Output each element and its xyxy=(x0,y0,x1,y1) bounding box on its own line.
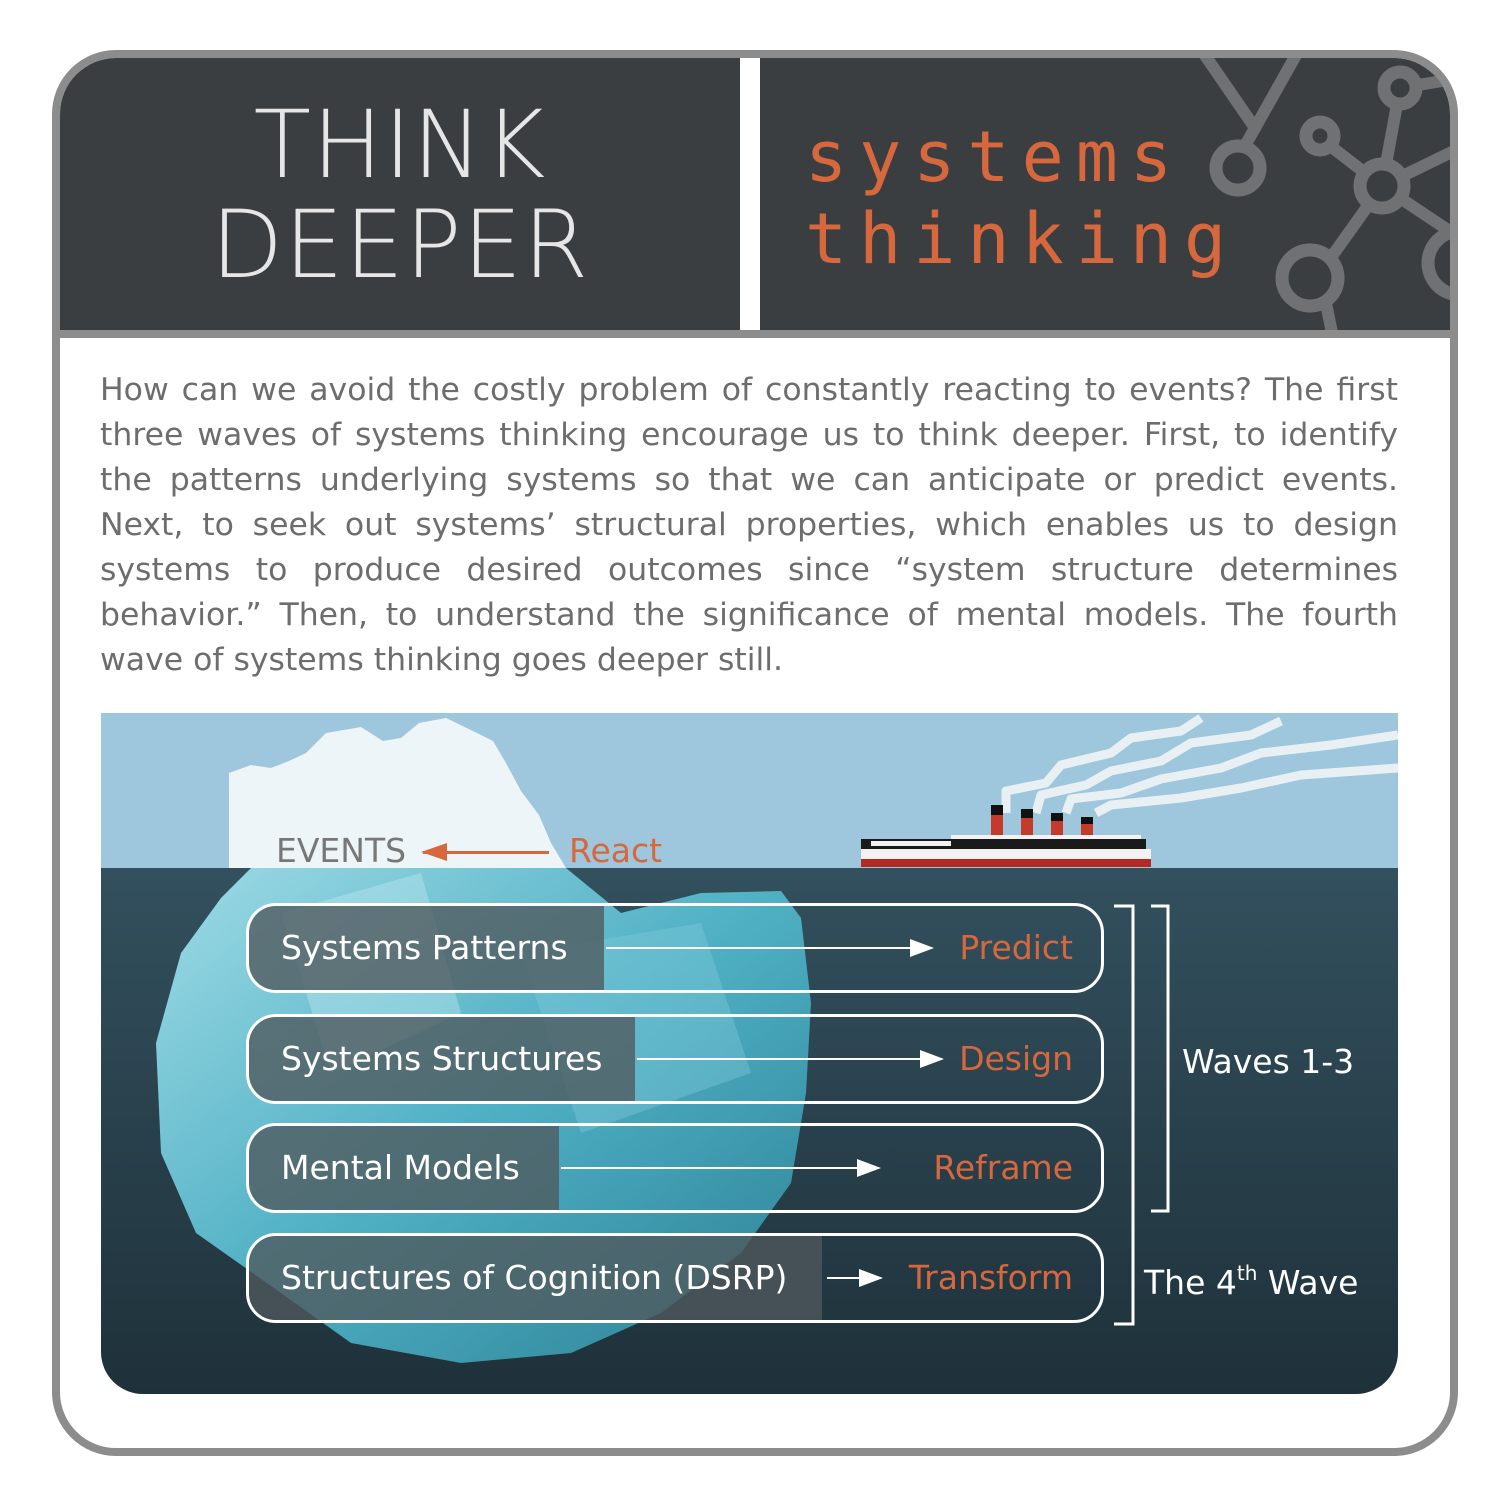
ship-smoke xyxy=(1001,714,1398,817)
wave-brackets xyxy=(1114,904,1170,1326)
iceberg-diagram: EVENTS React Systems Patterns Predict Sy… xyxy=(101,713,1398,1394)
arrow-icon xyxy=(606,939,934,957)
header-left-panel: THINK DEEPER xyxy=(60,58,740,330)
level-action: Reframe xyxy=(933,1148,1073,1187)
infographic-card: THINK DEEPER xyxy=(52,50,1458,1456)
think-deeper-title: THINK DEEPER xyxy=(60,96,740,296)
level-mental-models: Mental Models Reframe xyxy=(246,1123,1104,1213)
level-label: Systems Structures xyxy=(281,1039,603,1078)
level-action: Transform xyxy=(908,1258,1073,1297)
title-line-2: DEEPER xyxy=(210,191,590,300)
level-label: Systems Patterns xyxy=(281,928,568,967)
title-line-1: THINK xyxy=(253,91,547,200)
intro-paragraph: How can we avoid the costly problem of c… xyxy=(100,372,1398,678)
react-arrow xyxy=(421,843,549,861)
ship-icon xyxy=(861,805,1151,867)
arrow-icon xyxy=(637,1050,944,1068)
arrow-icon xyxy=(561,1159,881,1177)
fourth-wave-label: The 4th Wave xyxy=(1144,1261,1359,1302)
level-action: Predict xyxy=(959,928,1073,967)
subtitle-line-1: systems xyxy=(805,116,1185,198)
waves-1-3-label: Waves 1-3 xyxy=(1182,1042,1355,1081)
header-right-panel: systems thinking xyxy=(760,58,1450,330)
header-bottom-border xyxy=(60,330,1450,338)
level-action: Design xyxy=(959,1039,1073,1078)
header-divider xyxy=(740,58,760,330)
arrow-icon xyxy=(827,1269,883,1287)
react-label: React xyxy=(569,831,663,870)
molecule-network-icon xyxy=(1199,58,1450,330)
level-label: Mental Models xyxy=(281,1148,520,1187)
systems-thinking-title: systems thinking xyxy=(805,116,1238,280)
level-systems-patterns: Systems Patterns Predict xyxy=(246,903,1104,993)
level-label: Structures of Cognition (DSRP) xyxy=(281,1258,788,1297)
level-systems-structures: Systems Structures Design xyxy=(246,1014,1104,1104)
level-structures-of-cognition: Structures of Cognition (DSRP) Transform xyxy=(246,1233,1104,1323)
iceberg-tip xyxy=(229,718,566,868)
subtitle-line-2: thinking xyxy=(805,198,1239,280)
events-label: EVENTS xyxy=(276,831,407,870)
